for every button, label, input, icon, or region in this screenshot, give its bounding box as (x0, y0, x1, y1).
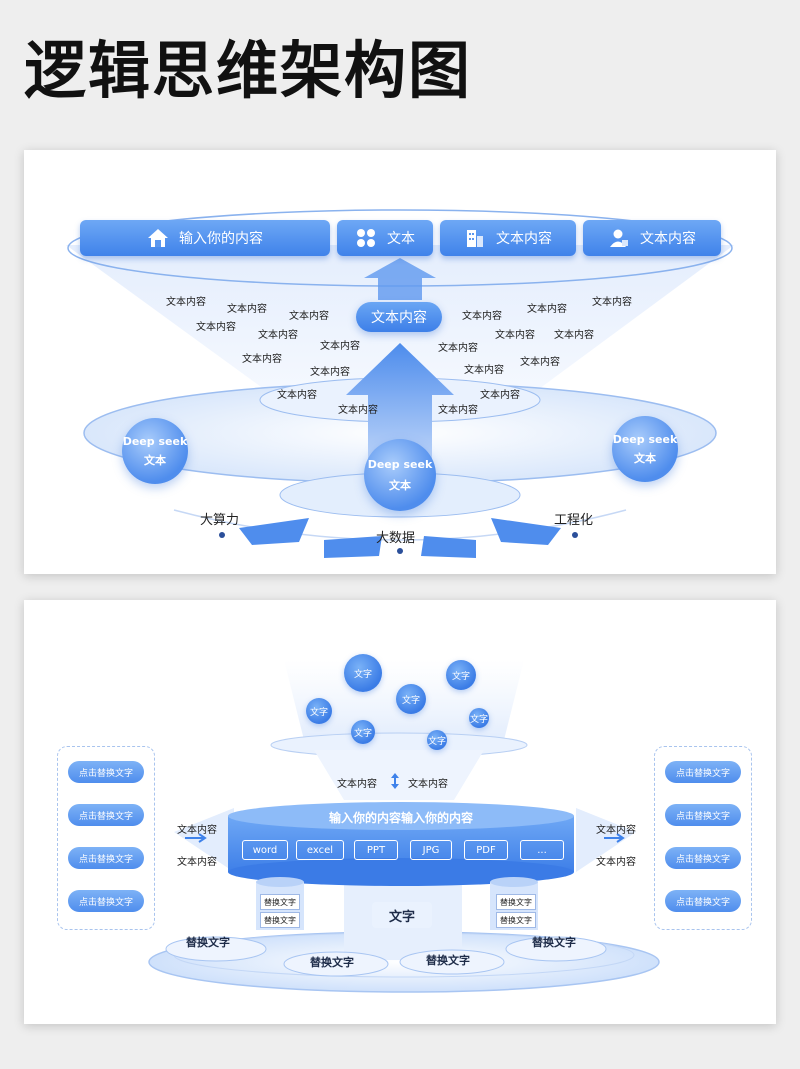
scatter-label: 文本内容 (554, 330, 594, 341)
base-label: 替换文字 (186, 936, 230, 949)
tab-input-content: 输入你的内容 (80, 220, 330, 256)
sphere-subtitle: 文本 (634, 451, 656, 465)
building-icon (464, 227, 486, 249)
platform-title: 输入你的内容输入你的内容 (328, 811, 473, 825)
tab-text: 文本 (337, 220, 433, 256)
scatter-label: 文本内容 (277, 390, 317, 401)
right-button-group: 点击替换文字 点击替换文字 点击替换文字 点击替换文字 (654, 746, 752, 930)
replace-tag: 替换文字 (496, 894, 536, 910)
scatter-label: 文本内容 (338, 405, 378, 416)
sphere-title: Deep seek (122, 434, 188, 448)
sphere-title: Deep seek (612, 432, 678, 446)
scatter-label: 文本内容 (166, 297, 206, 308)
replace-tag: 替换文字 (260, 894, 300, 910)
scatter-label: 文本内容 (438, 343, 478, 354)
replace-text-button[interactable]: 点击替换文字 (68, 804, 144, 826)
scatter-label: 文本内容 (495, 330, 535, 341)
scatter-label: 文本内容 (464, 365, 504, 376)
left-button-group: 点击替换文字 点击替换文字 点击替换文字 点击替换文字 (57, 746, 155, 930)
label-computing-power: 大算力 (200, 513, 240, 528)
base-label: 替换文字 (532, 936, 576, 949)
sphere-subtitle: 文本 (144, 453, 166, 467)
scatter-label: 文本内容 (527, 304, 567, 315)
tab-text-content-1: 文本内容 (440, 220, 576, 256)
word-bubble: 文字 (427, 730, 447, 750)
word-bubble: 文字 (344, 654, 382, 692)
format-more: ... (520, 840, 564, 860)
scatter-label: 文本内容 (310, 367, 350, 378)
format-excel: excel (296, 840, 344, 860)
diagram-panel-1: 输入你的内容 文本 文本内容 文本内容 文本内容 文本内容 文本内容 文本内容 … (24, 150, 776, 574)
sphere-subtitle: 文本 (389, 478, 411, 492)
center-label: 文本内容 (356, 302, 442, 332)
tab-label: 文本 (387, 231, 415, 247)
side-text-left: 文本内容 (177, 857, 217, 868)
scatter-label: 文本内容 (462, 311, 502, 322)
replace-text-button[interactable]: 点击替换文字 (68, 890, 144, 912)
replace-text-button[interactable]: 点击替换文字 (665, 761, 741, 783)
person-icon (608, 227, 630, 249)
scatter-label: 文本内容 (320, 341, 360, 352)
deepseek-sphere-left: Deep seek 文本 (122, 418, 188, 484)
tab-label: 文本内容 (496, 231, 552, 247)
word-bubble: 文字 (306, 698, 332, 724)
sphere-title: Deep seek (367, 457, 433, 471)
marker-dot (219, 532, 225, 538)
tab-label: 文本内容 (640, 231, 696, 247)
grid-icon (355, 227, 377, 249)
replace-text-button[interactable]: 点击替换文字 (665, 804, 741, 826)
tab-label: 输入你的内容 (179, 231, 263, 247)
base-label: 替换文字 (426, 954, 470, 967)
word-bubble: 文字 (469, 708, 489, 728)
word-bubble: 文字 (396, 684, 426, 714)
scatter-label: 文本内容 (242, 354, 282, 365)
side-text-right: 文本内容 (596, 825, 636, 836)
scatter-label: 文本内容 (592, 297, 632, 308)
replace-text-button[interactable]: 点击替换文字 (665, 847, 741, 869)
label-big-data: 大数据 (376, 531, 416, 546)
word-bubble: 文字 (446, 660, 476, 690)
replace-text-button[interactable]: 点击替换文字 (68, 847, 144, 869)
scatter-label: 文本内容 (480, 390, 520, 401)
marker-dot (397, 548, 403, 554)
replace-tag: 替换文字 (496, 912, 536, 928)
deepseek-sphere-right: Deep seek 文本 (612, 416, 678, 482)
deepseek-sphere-center: Deep seek 文本 (364, 439, 436, 511)
side-text-right: 文本内容 (596, 857, 636, 868)
diagram-panel-2: 文字 文字 文字 文字 文字 文字 文字 文本内容 文本内容 输入你的内容输入你… (24, 600, 776, 1024)
label-engineering: 工程化 (554, 513, 594, 528)
house-icon (147, 227, 169, 249)
replace-tag: 替换文字 (260, 912, 300, 928)
format-pdf: PDF (464, 840, 508, 860)
format-jpg: JPG (410, 840, 452, 860)
replace-text-button[interactable]: 点击替换文字 (665, 890, 741, 912)
up-down-arrow-icon (390, 772, 400, 794)
funnel-graphic (66, 209, 734, 558)
page-title: 逻辑思维架构图 (24, 34, 473, 107)
scatter-label: 文本内容 (438, 405, 478, 416)
scatter-label: 文本内容 (227, 304, 267, 315)
format-word: word (242, 840, 288, 860)
mid-label-right: 文本内容 (408, 779, 448, 790)
scatter-label: 文本内容 (196, 322, 236, 333)
side-text-left: 文本内容 (177, 825, 217, 836)
format-ppt: PPT (354, 840, 398, 860)
word-bubble: 文字 (351, 720, 375, 744)
scatter-label: 文本内容 (289, 311, 329, 322)
base-label: 替换文字 (310, 956, 354, 969)
scatter-label: 文本内容 (258, 330, 298, 341)
scatter-label: 文本内容 (520, 357, 560, 368)
replace-text-button[interactable]: 点击替换文字 (68, 761, 144, 783)
mid-label-left: 文本内容 (337, 779, 377, 790)
marker-dot (572, 532, 578, 538)
tab-text-content-2: 文本内容 (583, 220, 721, 256)
center-text-box: 文字 (372, 902, 432, 928)
